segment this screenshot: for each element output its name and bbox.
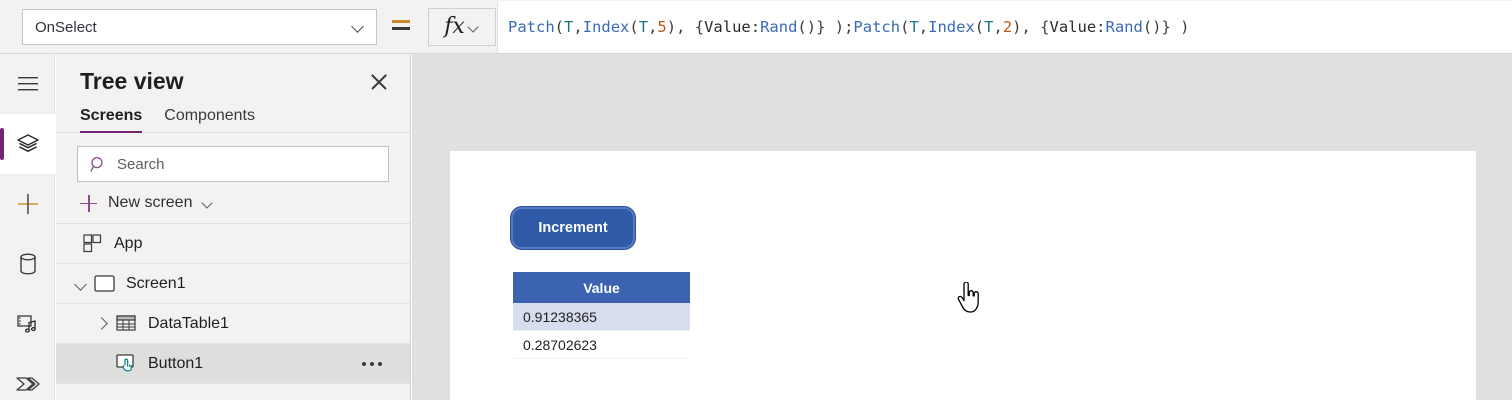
formula-token: 5 bbox=[657, 18, 667, 36]
formula-token: T bbox=[984, 18, 994, 36]
formula-token: , bbox=[993, 18, 1003, 36]
screen-rect-icon bbox=[92, 275, 116, 292]
formula-token: ()} ) bbox=[1142, 18, 1190, 36]
tree-row-button1[interactable]: Button1 bbox=[56, 344, 410, 384]
twisty-spacer bbox=[92, 353, 114, 375]
formula-token: ( bbox=[629, 18, 639, 36]
data-table-row[interactable]: 0.91238365 bbox=[513, 303, 690, 331]
search-icon bbox=[90, 156, 103, 172]
data-table-row[interactable]: 0.28702623 bbox=[513, 331, 690, 359]
chevron-down-icon bbox=[469, 22, 480, 33]
formula-token: T bbox=[638, 18, 649, 36]
tree-view-layers-icon bbox=[16, 134, 39, 152]
tree-row-label: Button1 bbox=[148, 354, 204, 372]
equals-icon bbox=[392, 18, 412, 34]
formula-token: , bbox=[648, 18, 658, 36]
search-container: Search bbox=[56, 133, 410, 182]
formula-input[interactable]: Patch( T, Index(T,5), {Value:Rand()} ); … bbox=[497, 1, 1512, 53]
left-icon-rail bbox=[0, 54, 55, 400]
property-select[interactable]: OnSelect bbox=[22, 9, 377, 45]
row-more-menu-icon[interactable] bbox=[362, 361, 382, 366]
tree-view-header: Tree view bbox=[56, 54, 410, 95]
hamburger-menu-icon bbox=[17, 77, 38, 91]
table-grid-icon bbox=[114, 315, 138, 332]
formula-token: : bbox=[750, 18, 761, 36]
app-canvas[interactable]: Increment Value 0.91238365 0.28702623 bbox=[412, 54, 1512, 400]
formula-token: , bbox=[918, 18, 929, 36]
formula-token: Index bbox=[582, 18, 630, 36]
power-automate-flow-icon bbox=[15, 377, 40, 391]
formula-token: ()} ); bbox=[797, 18, 854, 36]
new-screen-label: New screen bbox=[108, 194, 193, 211]
chevron-down-icon bbox=[352, 21, 364, 33]
tree-row-label: Screen1 bbox=[126, 274, 186, 292]
chevron-down-icon[interactable] bbox=[70, 273, 92, 295]
media-icon bbox=[16, 315, 36, 333]
formula-token: ( bbox=[900, 18, 910, 36]
tree-row-app[interactable]: App bbox=[56, 224, 410, 264]
rail-item-media[interactable] bbox=[0, 294, 55, 354]
formula-bar: OnSelect fx Patch( T, Index(T,5), {Value… bbox=[0, 0, 1512, 54]
chevron-right-icon[interactable] bbox=[92, 313, 114, 335]
formula-token: ), { bbox=[1012, 18, 1050, 36]
tree-view-panel: Tree view Screens Components Search New … bbox=[56, 54, 411, 400]
formula-token: T bbox=[564, 18, 574, 36]
button-click-icon bbox=[114, 354, 138, 373]
formula-token: ( bbox=[554, 18, 565, 36]
tree-row-label: DataTable1 bbox=[148, 314, 229, 332]
formula-token: Patch bbox=[508, 18, 555, 36]
search-placeholder: Search bbox=[117, 155, 165, 173]
tree-row-datatable1[interactable]: DataTable1 bbox=[56, 304, 410, 344]
formula-token: ( bbox=[974, 18, 985, 36]
search-input[interactable]: Search bbox=[77, 146, 389, 182]
data-table: Value 0.91238365 0.28702623 bbox=[513, 272, 690, 359]
formula-token: Rand bbox=[1105, 18, 1143, 36]
tree-view-tabs: Screens Components bbox=[56, 95, 410, 133]
rail-item-insert[interactable] bbox=[0, 174, 55, 234]
formula-token: Rand bbox=[760, 18, 798, 36]
app-grid-icon bbox=[80, 234, 104, 253]
formula-token: ), { bbox=[666, 18, 705, 36]
formula-token: , bbox=[573, 18, 583, 36]
formula-token: : bbox=[1096, 18, 1106, 36]
formula-token: Index bbox=[928, 18, 975, 36]
increment-button[interactable]: Increment bbox=[513, 209, 633, 247]
data-table-header-value: Value bbox=[513, 272, 690, 303]
screen-surface[interactable]: Increment Value 0.91238365 0.28702623 bbox=[450, 151, 1476, 400]
tab-components[interactable]: Components bbox=[164, 107, 255, 124]
tab-screens[interactable]: Screens bbox=[80, 107, 143, 133]
property-select-value: OnSelect bbox=[35, 18, 97, 36]
plus-icon bbox=[80, 194, 97, 212]
rail-item-hamburger-menu[interactable] bbox=[0, 54, 55, 114]
formula-token: Patch bbox=[853, 18, 901, 36]
tree-row-screen1[interactable]: Screen1 bbox=[56, 264, 410, 304]
tree-row-label: App bbox=[114, 234, 143, 252]
insert-plus-icon bbox=[17, 194, 38, 214]
rail-item-tree-view[interactable] bbox=[0, 114, 55, 174]
fx-button[interactable]: fx bbox=[428, 8, 496, 46]
formula-token: Value bbox=[1049, 18, 1097, 36]
formula-token: 2 bbox=[1002, 18, 1013, 36]
chevron-down-icon bbox=[203, 198, 214, 209]
fx-label: fx bbox=[444, 14, 465, 39]
formula-token: T bbox=[909, 18, 919, 36]
data-cylinder-icon bbox=[19, 253, 36, 275]
rail-item-data[interactable] bbox=[0, 234, 55, 294]
panel-title: Tree view bbox=[80, 68, 184, 94]
new-screen-button[interactable]: New screen bbox=[56, 182, 410, 224]
rail-item-power-automate[interactable] bbox=[0, 354, 55, 400]
formula-token: Value bbox=[704, 18, 751, 36]
close-icon[interactable] bbox=[366, 69, 392, 95]
